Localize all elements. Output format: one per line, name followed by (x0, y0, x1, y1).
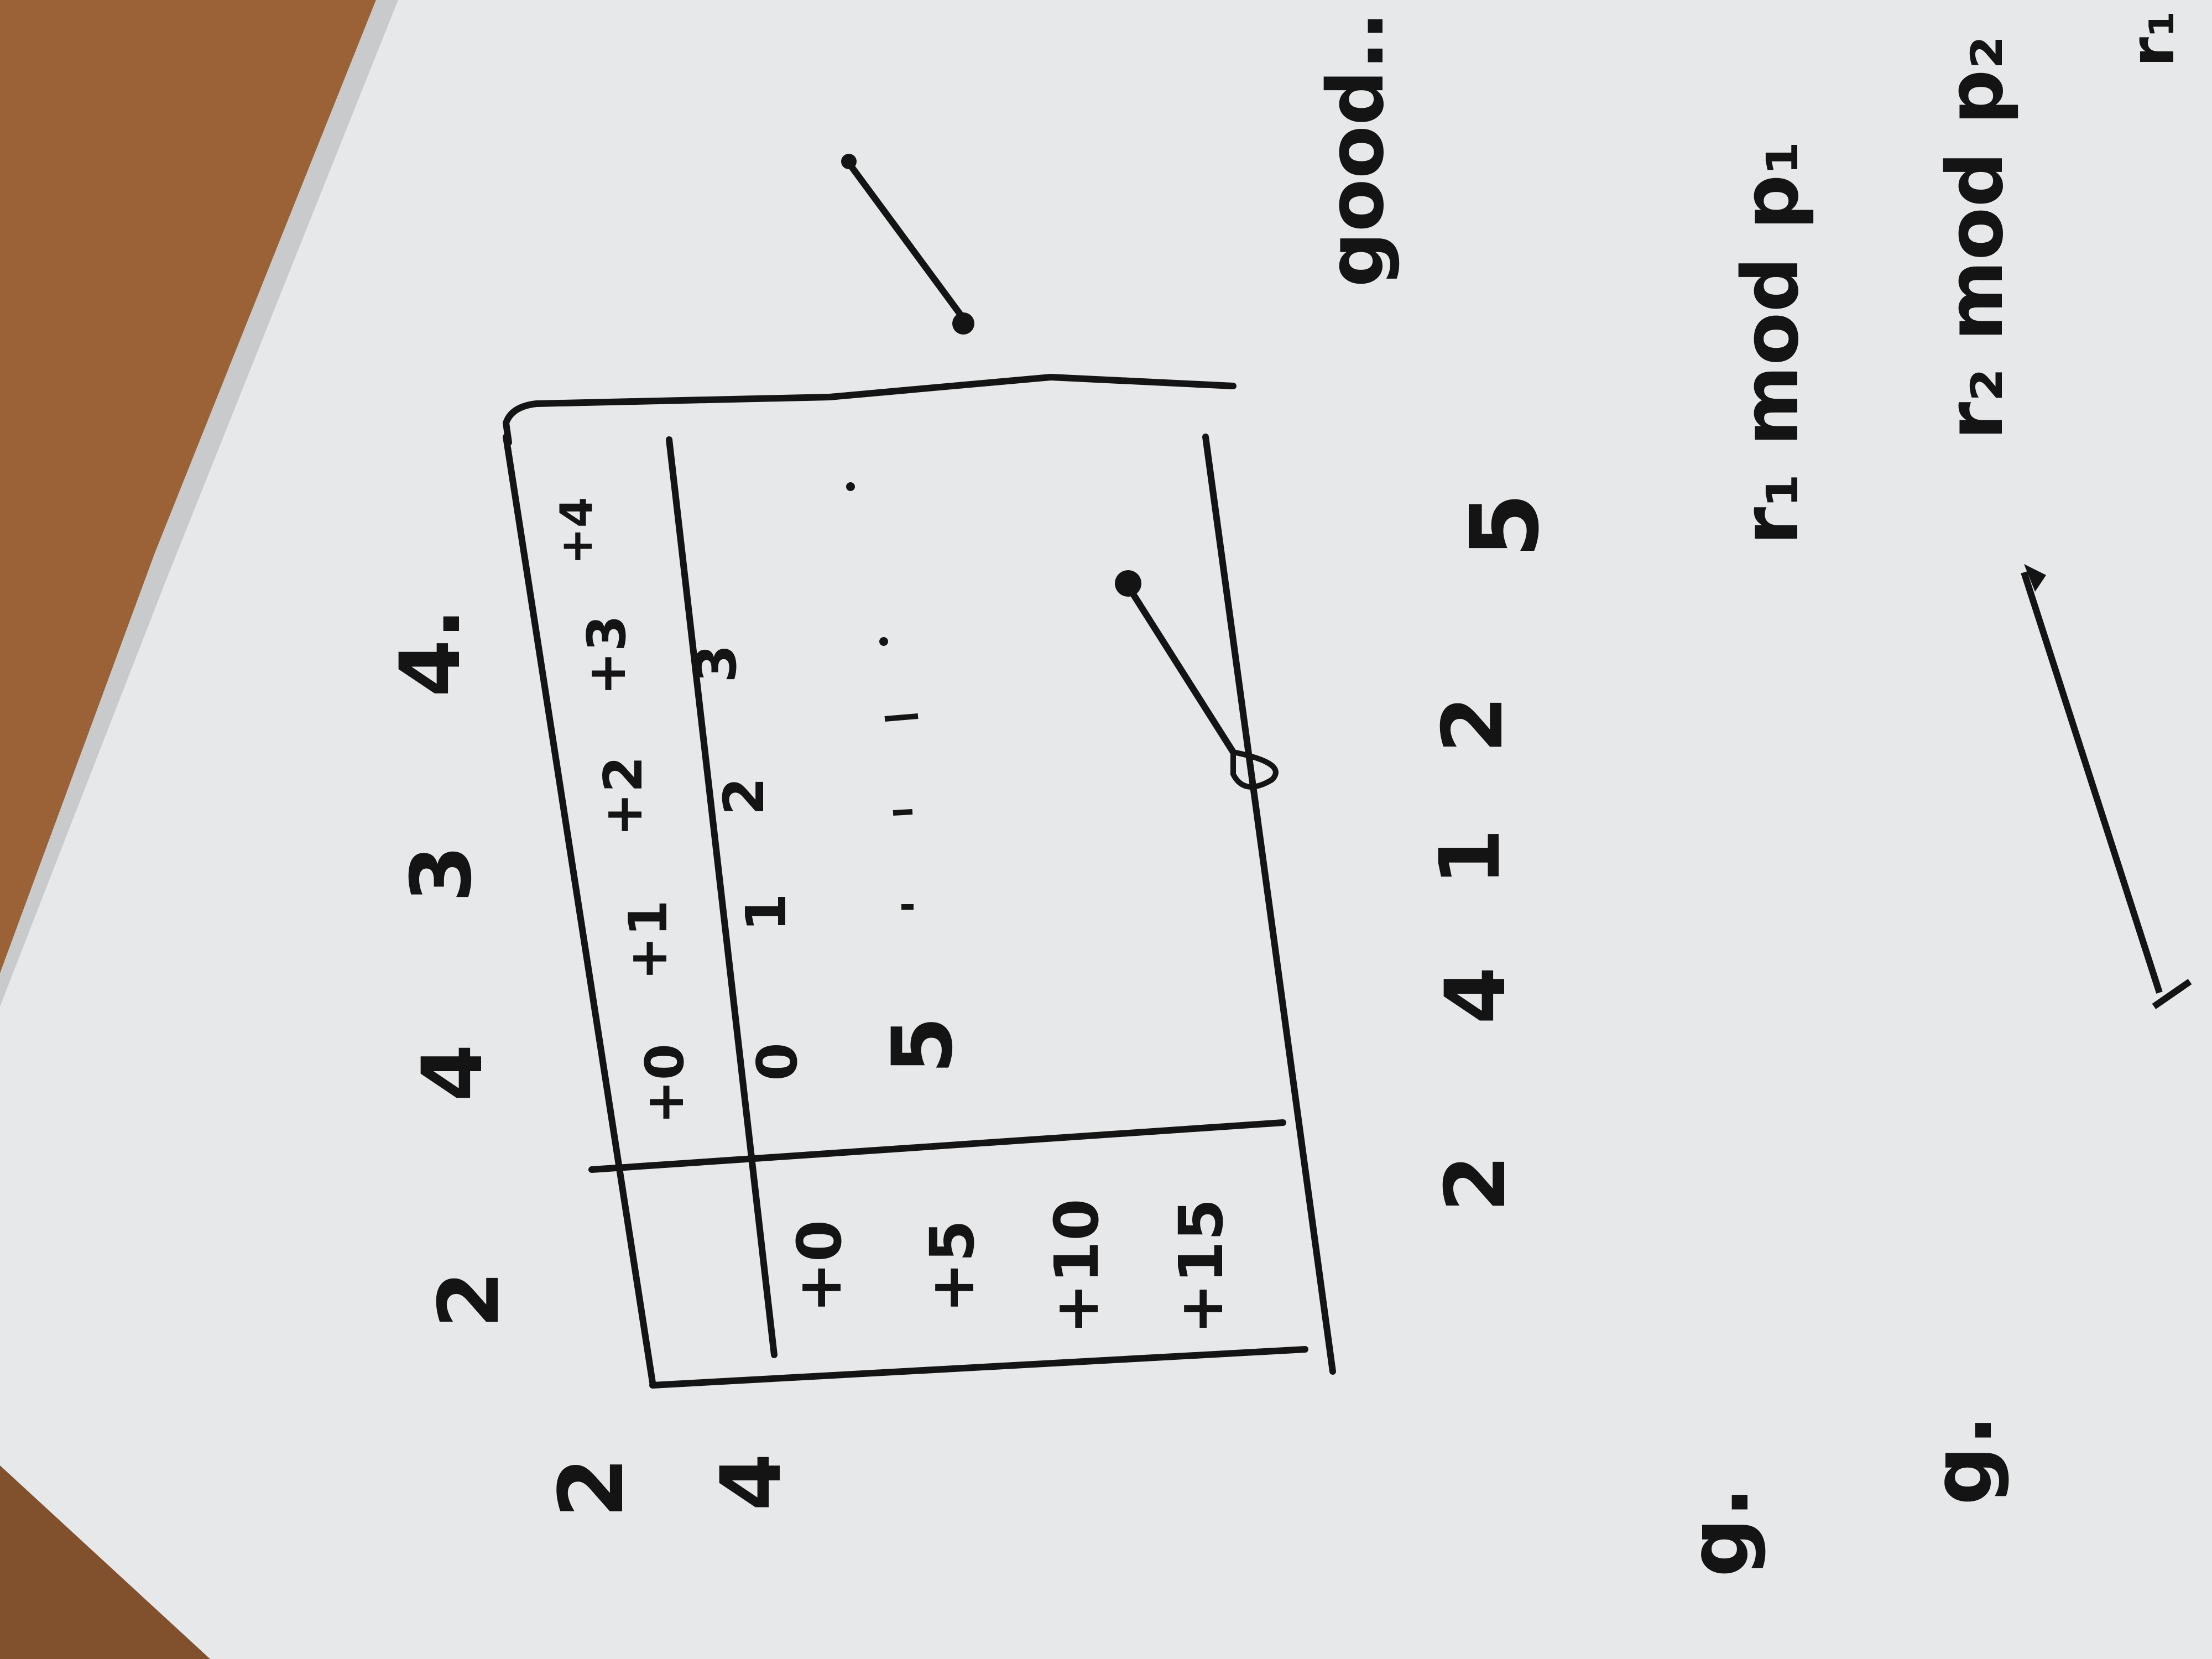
row1-cell-2: 1 (734, 893, 799, 932)
table-frame-left (503, 434, 656, 1386)
note-corner-r1: r₁ (2117, 11, 2188, 67)
table-divider-horizontal (588, 1119, 1286, 1173)
top-seq-1: 2 (421, 1271, 518, 1328)
note-r1-mod-p1: r₁ mod p₁ (1726, 140, 1816, 545)
stroke-upper-dot-start (841, 154, 857, 169)
bottom-seq-4: 2 (1425, 696, 1521, 753)
stroke-right-start-arrow (2024, 564, 2046, 592)
header-cell-3: +2 (593, 756, 654, 837)
stroke-right-end-tick (2152, 979, 2192, 1009)
row2-dot-1 (879, 637, 888, 646)
note-good: good.. (1311, 11, 1401, 287)
bottom-seq-1: 2 (1428, 1155, 1524, 1212)
arrow-table-top-dot (1115, 570, 1141, 597)
row2-dash-3 (884, 713, 919, 722)
top-seq-2: 4 (405, 1044, 501, 1102)
table-frame-bottom (649, 1346, 1308, 1389)
row1-cell-4: 3 (684, 644, 749, 683)
top-seq-4: 4. (383, 608, 479, 697)
header-cell-5: +4 (551, 497, 602, 565)
arrow-table-top (1125, 584, 1237, 754)
header-cell-2: +1 (618, 900, 679, 980)
row2-dash-2 (893, 809, 913, 816)
note-r2-mod-p2: r₂ mod p₂ (1931, 35, 2021, 440)
bottom-seq-5: 5 (1451, 493, 1560, 558)
arrow-table-top-head (1230, 748, 1279, 790)
left-col-cell-4: +15 (1166, 1198, 1237, 1334)
row2-dot-2 (846, 482, 855, 491)
row-label-2: 4 (703, 1453, 800, 1511)
note-g-2: g. (1914, 1415, 2011, 1505)
row1-cell-1: 0 (745, 1042, 810, 1081)
stroke-upper (846, 161, 968, 323)
table-divider-vertical (666, 436, 778, 1358)
bottom-seq-3: 1 (1422, 828, 1519, 886)
stroke-right (2021, 571, 2163, 994)
left-col-cell-2: +5 (917, 1220, 988, 1313)
bottom-seq-2: 4 (1428, 967, 1524, 1024)
row1-cell-3: 2 (712, 777, 776, 816)
top-seq-3: 3 (394, 845, 490, 902)
stroke-upper-dot-end (952, 312, 974, 335)
row2-cell-1: 5 (875, 1016, 971, 1074)
header-cell-4: +3 (577, 615, 638, 696)
table-frame-top (502, 373, 1237, 446)
left-col-cell-3: +10 (1041, 1198, 1112, 1334)
header-cell-1: +0 (635, 1044, 696, 1124)
table-frame-right (1202, 434, 1336, 1375)
left-col-cell-1: +0 (784, 1220, 855, 1313)
row-label-1: 2 (540, 1457, 643, 1518)
note-g-1: g. (1671, 1486, 1767, 1577)
